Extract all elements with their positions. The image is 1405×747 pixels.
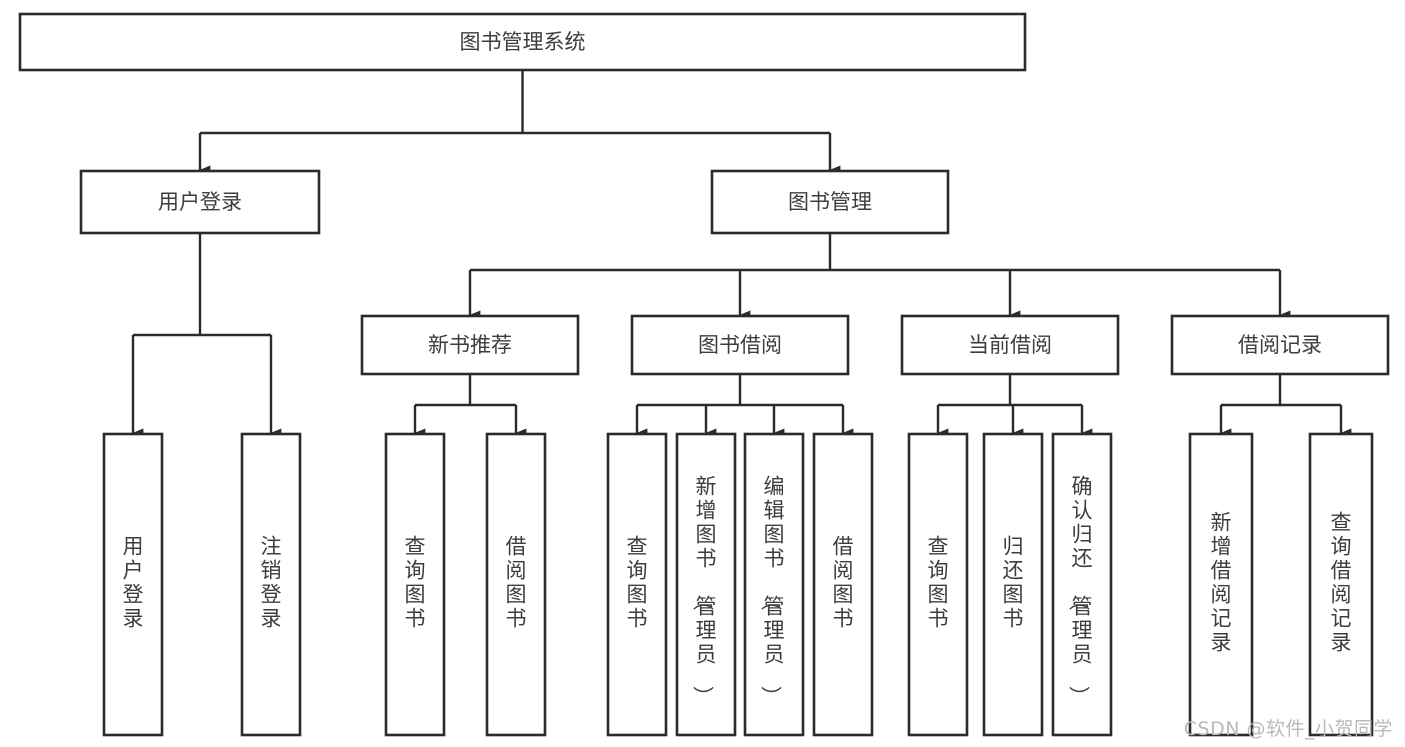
leaf-node-box[interactable] — [485, 432, 547, 737]
leaf-node-label: 编辑图书（管理员） — [759, 475, 785, 707]
leaf-node-box[interactable] — [982, 432, 1044, 737]
leaf-node-box[interactable] — [907, 432, 969, 737]
leaf-node[interactable]: 注销登录 — [240, 432, 302, 737]
node-current-borrow-label: 当前借阅 — [968, 333, 1052, 357]
node-borrow-record[interactable]: 借阅记录 — [1170, 314, 1390, 376]
leaf-node[interactable]: 新增图书（管理员） — [675, 432, 737, 737]
leaf-node-box[interactable] — [240, 432, 302, 737]
node-current-borrow[interactable]: 当前借阅 — [900, 314, 1120, 376]
leaf-node-label: 新增借阅记录 — [1211, 511, 1232, 655]
node-new-book-rec-label: 新书推荐 — [428, 333, 512, 357]
leaf-node-label: 确认归还（管理员） — [1067, 475, 1093, 707]
node-user-login-label: 用户登录 — [158, 190, 242, 214]
edge-group — [131, 70, 1352, 438]
leaf-node-label: 查询图书 — [405, 535, 426, 631]
leaf-node-label: 借阅图书 — [833, 535, 854, 631]
leaf-node-box[interactable] — [1188, 432, 1254, 737]
leaf-node[interactable]: 归还图书 — [982, 432, 1044, 737]
leaf-node[interactable]: 借阅图书 — [485, 432, 547, 737]
node-root-box[interactable] — [18, 12, 1027, 72]
node-book-manage[interactable]: 图书管理 — [710, 169, 950, 235]
leaf-node[interactable]: 编辑图书（管理员） — [743, 432, 805, 737]
leaf-node-label: 新增图书（管理员） — [691, 475, 717, 707]
leaf-node-box[interactable] — [675, 432, 737, 737]
leaf-node[interactable]: 查询图书 — [606, 432, 668, 737]
leaf-node-box[interactable] — [384, 432, 446, 737]
node-book-manage-label: 图书管理 — [788, 190, 872, 214]
node-user-login-box[interactable] — [79, 169, 321, 235]
leaf-node-box[interactable] — [743, 432, 805, 737]
node-new-book-rec-box[interactable] — [360, 314, 580, 376]
leaf-node-label: 查询图书 — [928, 535, 949, 631]
node-current-borrow-box[interactable] — [900, 314, 1120, 376]
leaf-node-label: 查询借阅记录 — [1331, 511, 1352, 655]
node-user-login[interactable]: 用户登录 — [79, 169, 321, 235]
node-borrow-record-box[interactable] — [1170, 314, 1390, 376]
leaf-node[interactable]: 新增借阅记录 — [1188, 432, 1254, 737]
leaf-node-box[interactable] — [606, 432, 668, 737]
leaf-node-box[interactable] — [812, 432, 874, 737]
leaf-node[interactable]: 查询图书 — [384, 432, 446, 737]
node-book-borrow-box[interactable] — [630, 314, 850, 376]
leaf-node-label: 查询图书 — [627, 535, 648, 631]
node-root[interactable]: 图书管理系统 — [18, 12, 1027, 72]
node-book-borrow[interactable]: 图书借阅 — [630, 314, 850, 376]
node-root-label: 图书管理系统 — [460, 30, 586, 54]
leaf-node-group: 用户登录 注销登录 查询图书 借阅图书 查询图书 新增图书（管理员） 编辑图书（管理员） 借阅… — [102, 432, 1374, 737]
leaf-node-label: 归还图书 — [1003, 535, 1024, 631]
leaf-node-label: 用户登录 — [123, 535, 144, 631]
leaf-node[interactable]: 用户登录 — [102, 432, 164, 737]
leaf-node-box[interactable] — [1308, 432, 1374, 737]
leaf-node[interactable]: 查询图书 — [907, 432, 969, 737]
leaf-node-label: 注销登录 — [261, 535, 282, 631]
leaf-node-label: 借阅图书 — [506, 535, 527, 631]
leaf-node[interactable]: 借阅图书 — [812, 432, 874, 737]
node-book-manage-box[interactable] — [710, 169, 950, 235]
leaf-node[interactable]: 查询借阅记录 — [1308, 432, 1374, 737]
node-new-book-rec[interactable]: 新书推荐 — [360, 314, 580, 376]
node-book-borrow-label: 图书借阅 — [698, 333, 782, 357]
leaf-node-box[interactable] — [1051, 432, 1113, 737]
leaf-node-box[interactable] — [102, 432, 164, 737]
node-borrow-record-label: 借阅记录 — [1238, 333, 1322, 357]
leaf-node[interactable]: 确认归还（管理员） — [1051, 432, 1113, 737]
